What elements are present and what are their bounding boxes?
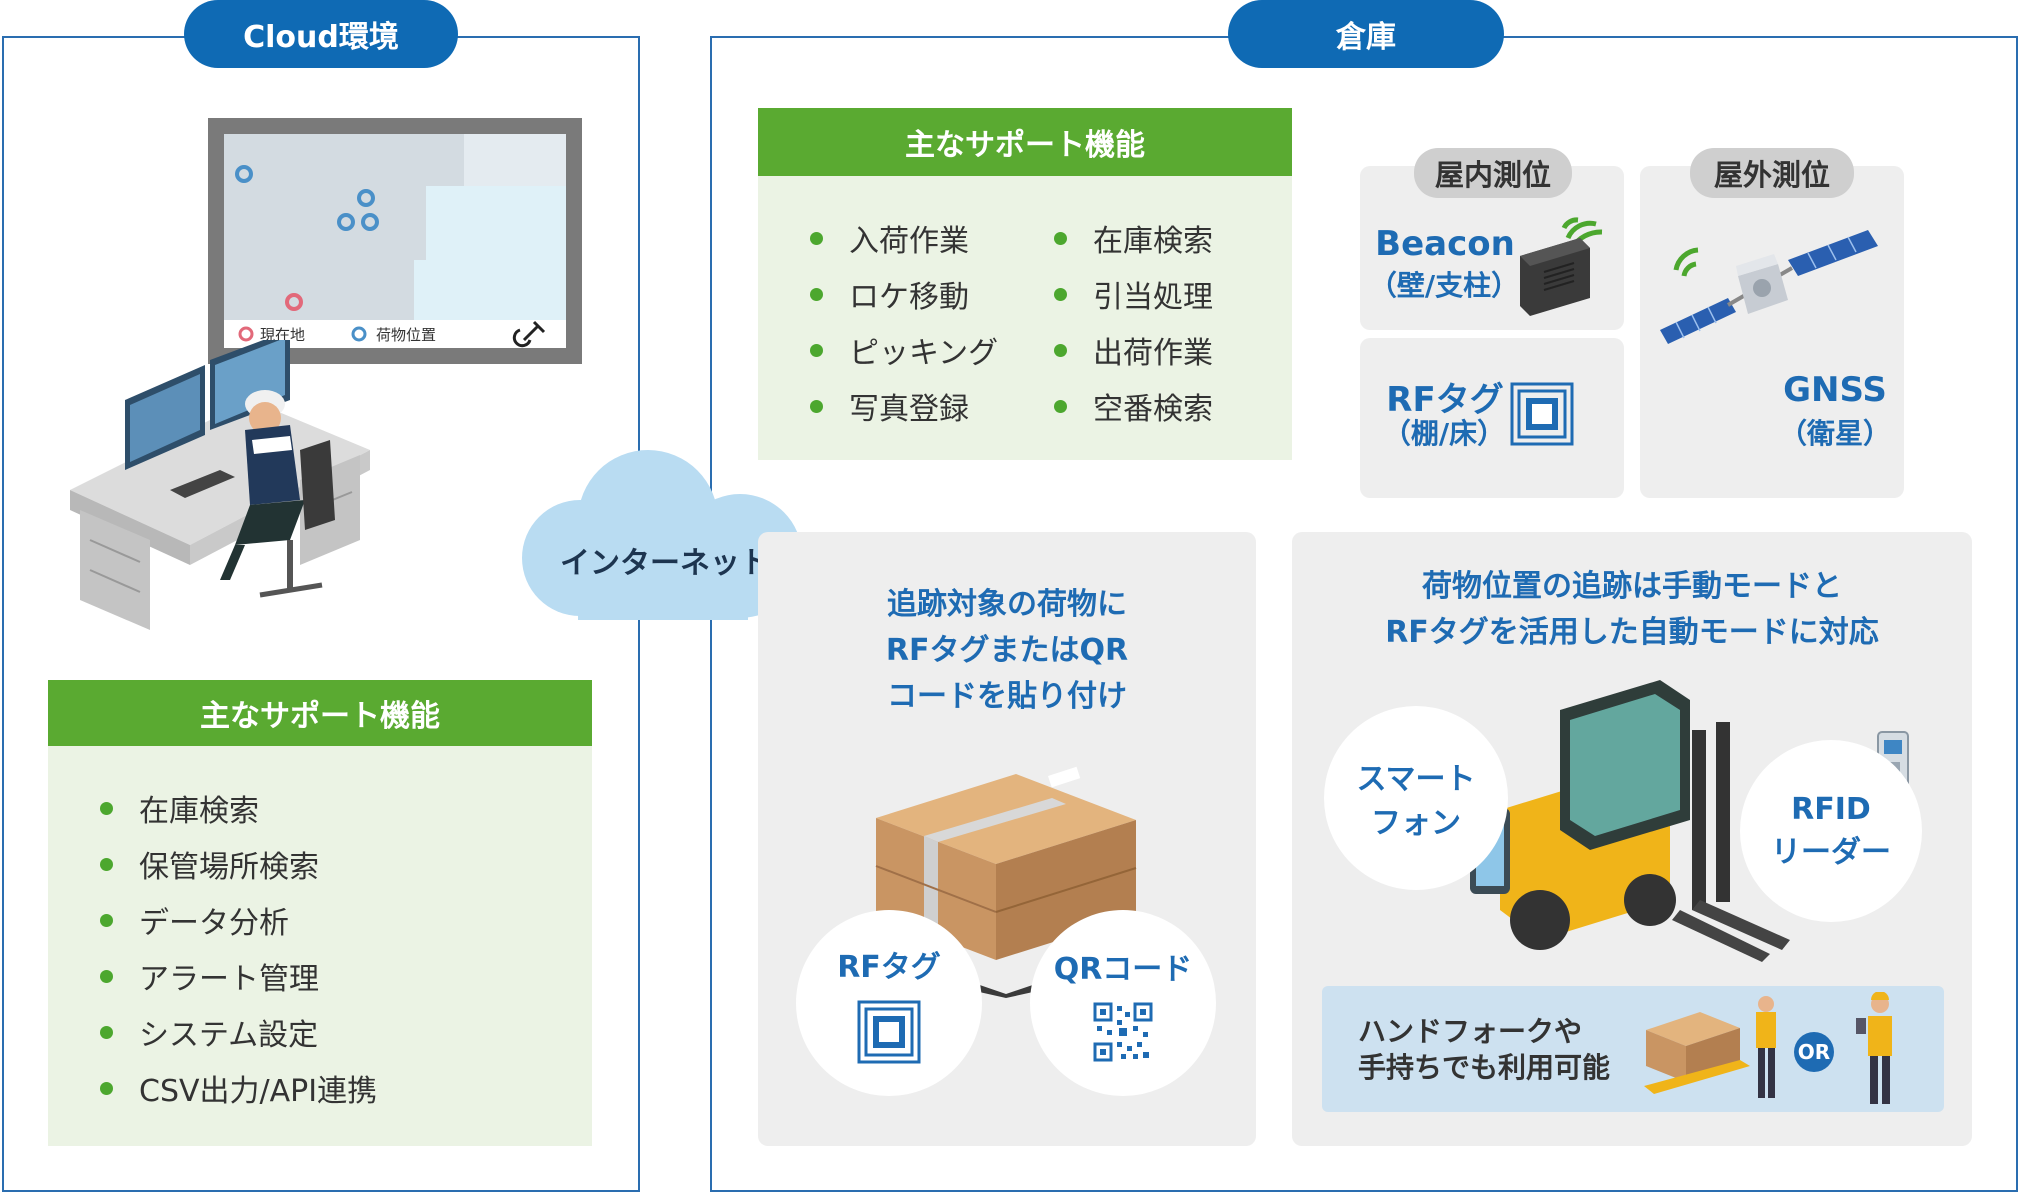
rf-tag-circle: RFタグ [796, 910, 982, 1096]
gnss-sub: （衛星） [1778, 417, 1891, 450]
tracking-caption: 追跡対象の荷物に RFタグまたはQR コードを貼り付け [885, 587, 1129, 714]
gnss-name: GNSS [1783, 370, 1887, 410]
beacon-sub: （壁/支柱） [1368, 269, 1520, 302]
rfid-circle: RFID リーダー [1740, 740, 1922, 922]
list-item: 空番検索 [1054, 384, 1213, 428]
list-item: データ分析 [100, 898, 289, 942]
list-item: 在庫検索 [1054, 216, 1213, 260]
rf-floor-sub: （棚/床） [1382, 417, 1506, 450]
list-item: CSV出力/API連携 [100, 1066, 377, 1110]
rf-floor-name: RFタグ [1386, 380, 1504, 420]
list-item: アラート管理 [100, 954, 319, 998]
cloud-title: Cloud環境 [184, 0, 458, 68]
warehouse-support-list: 入荷作業 ロケ移動 ピッキング 写真登録 在庫検索 引当処理 出荷作業 空番検索 [758, 176, 1292, 460]
handfork-text: ハンドフォークや 手持ちでも利用可能 [1358, 1015, 1611, 1084]
modes-caption: 荷物位置の追跡は手動モードと RFタグを活用した自動モードに対応 [1385, 569, 1879, 650]
list-item: 保管場所検索 [100, 842, 319, 886]
list-item: 入荷作業 [810, 216, 969, 260]
cloud-support-heading: 主なサポート機能 [48, 680, 592, 746]
handheld-worker-illustration [1856, 992, 1892, 1104]
satellite-icon [1660, 230, 1878, 344]
warehouse-title: 倉庫 [1228, 0, 1504, 68]
smartphone-circle: スマート フォン [1324, 706, 1508, 890]
list-item: ピッキング [810, 328, 998, 372]
smartphone-label-1: スマート [1356, 762, 1476, 797]
list-item: 出荷作業 [1054, 328, 1213, 372]
qr-code-circle: QRコード [1030, 910, 1216, 1096]
map-monitor: 現在地 荷物位置 [208, 118, 582, 364]
internet-label: インターネット [560, 546, 770, 581]
or-badge: OR [1794, 1032, 1834, 1072]
list-item: システム設定 [100, 1010, 318, 1054]
smartphone-label-2: フォン [1371, 806, 1461, 841]
legend-item-label: 荷物位置 [376, 326, 437, 344]
list-item: 写真登録 [810, 384, 969, 428]
handfork-strip [1322, 986, 1944, 1112]
operator-desk-illustration [70, 340, 370, 630]
rf-tag-icon [857, 1000, 921, 1064]
qr-code-label: QRコード [1053, 952, 1193, 987]
indoor-rf-box [1360, 338, 1624, 498]
cloud-support-list: 在庫検索 保管場所検索 データ分析 アラート管理 システム設定 CSV出力/AP… [48, 746, 592, 1146]
rfid-label-2: リーダー [1771, 834, 1891, 870]
indoor-label: 屋内測位 [1414, 148, 1572, 198]
list-item: 在庫検索 [100, 786, 259, 830]
list-item: 引当処理 [1054, 272, 1213, 316]
handfork-worker-illustration [1644, 996, 1776, 1098]
outdoor-label: 屋外測位 [1690, 148, 1854, 198]
warehouse-support-heading: 主なサポート機能 [758, 108, 1292, 176]
list-item: ロケ移動 [810, 272, 969, 316]
qr-code-icon [1093, 1002, 1153, 1062]
beacon-name: Beacon [1375, 224, 1515, 264]
rf-tag-label: RFタグ [837, 950, 941, 985]
rfid-label-1: RFID [1791, 791, 1871, 827]
beacon-device-icon [1520, 217, 1603, 316]
rf-tag-icon [1510, 382, 1574, 446]
